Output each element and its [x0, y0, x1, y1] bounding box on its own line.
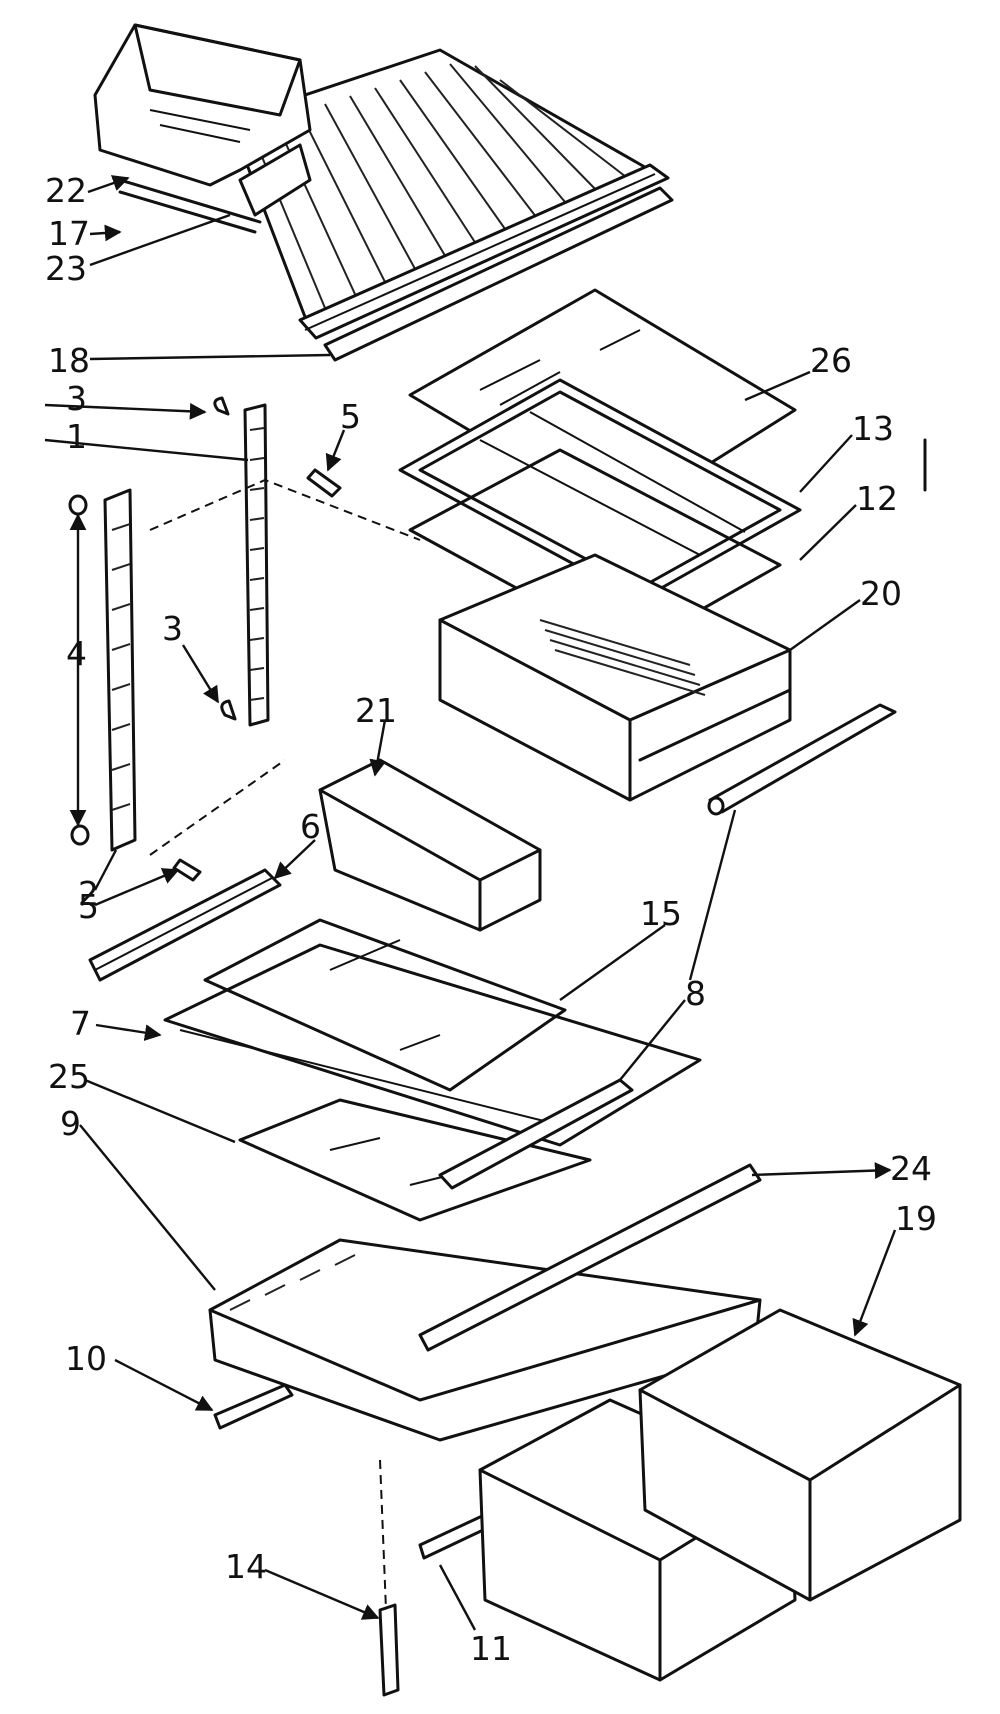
callout-17: 17 [48, 214, 90, 253]
callout-21: 21 [355, 691, 397, 730]
glass-shelf-15 [203, 918, 567, 1092]
shelf-rear-bar [323, 186, 674, 362]
screw-4-lower [70, 824, 90, 846]
screw-4-upper [68, 494, 88, 516]
shelf-front-trim [298, 163, 670, 340]
glass-shelf-25 [238, 1098, 592, 1222]
slide-10 [213, 1383, 294, 1430]
crisper-pan-20 [438, 553, 792, 802]
rail-8 [707, 703, 897, 816]
callout-2: 2 [78, 874, 99, 913]
callout-5-upper: 5 [340, 397, 361, 436]
callout-4: 4 [66, 634, 87, 673]
screw-5-lower [172, 858, 202, 882]
vertical-rail-2 [103, 488, 137, 852]
spacer-14 [378, 1603, 400, 1697]
callout-25: 25 [48, 1057, 90, 1096]
shelf-frame-13 [398, 378, 802, 602]
screw-5-upper [306, 468, 342, 498]
callout-3-lower: 3 [162, 609, 183, 648]
vertical-rail-1 [243, 403, 270, 727]
shelf-frame-7 [163, 943, 702, 1147]
shelf-bracket-23 [118, 178, 262, 234]
trim-6 [88, 868, 282, 982]
callout-18: 18 [48, 341, 90, 380]
crisper-drawer-19 [478, 1308, 962, 1682]
callout-numbers: 22 17 23 18 3 1 5 4 3 2 5 26 13 12 20 21… [45, 171, 937, 1668]
callout-9: 9 [60, 1104, 81, 1143]
callout-8: 8 [685, 974, 706, 1013]
rail-cap-lower [220, 699, 237, 721]
callout-24: 24 [890, 1149, 932, 1188]
bin-21 [318, 758, 542, 932]
callout-14: 14 [225, 1547, 267, 1586]
callout-23: 23 [45, 249, 87, 288]
callout-15: 15 [640, 894, 682, 933]
callout-13: 13 [852, 409, 894, 448]
front-rail-24 [418, 1163, 762, 1352]
crisper-cover-9 [208, 1238, 762, 1442]
callout-12: 12 [856, 479, 898, 518]
callout-1: 1 [66, 417, 87, 456]
callout-7: 7 [70, 1004, 91, 1043]
callout-22: 22 [45, 171, 87, 210]
callout-11: 11 [470, 1629, 512, 1668]
slide-out-basket [93, 23, 312, 217]
callout-26: 26 [810, 341, 852, 380]
rail-cap-upper [213, 396, 230, 416]
callout-6: 6 [300, 807, 321, 846]
callout-5-lower: 5 [78, 887, 99, 926]
callout-19: 19 [895, 1199, 937, 1238]
callout-20: 20 [860, 574, 902, 613]
callout-10: 10 [65, 1339, 107, 1378]
callout-3-upper: 3 [66, 379, 87, 418]
leader-lines [44, 175, 897, 1631]
rail-8-lower [438, 1078, 634, 1190]
